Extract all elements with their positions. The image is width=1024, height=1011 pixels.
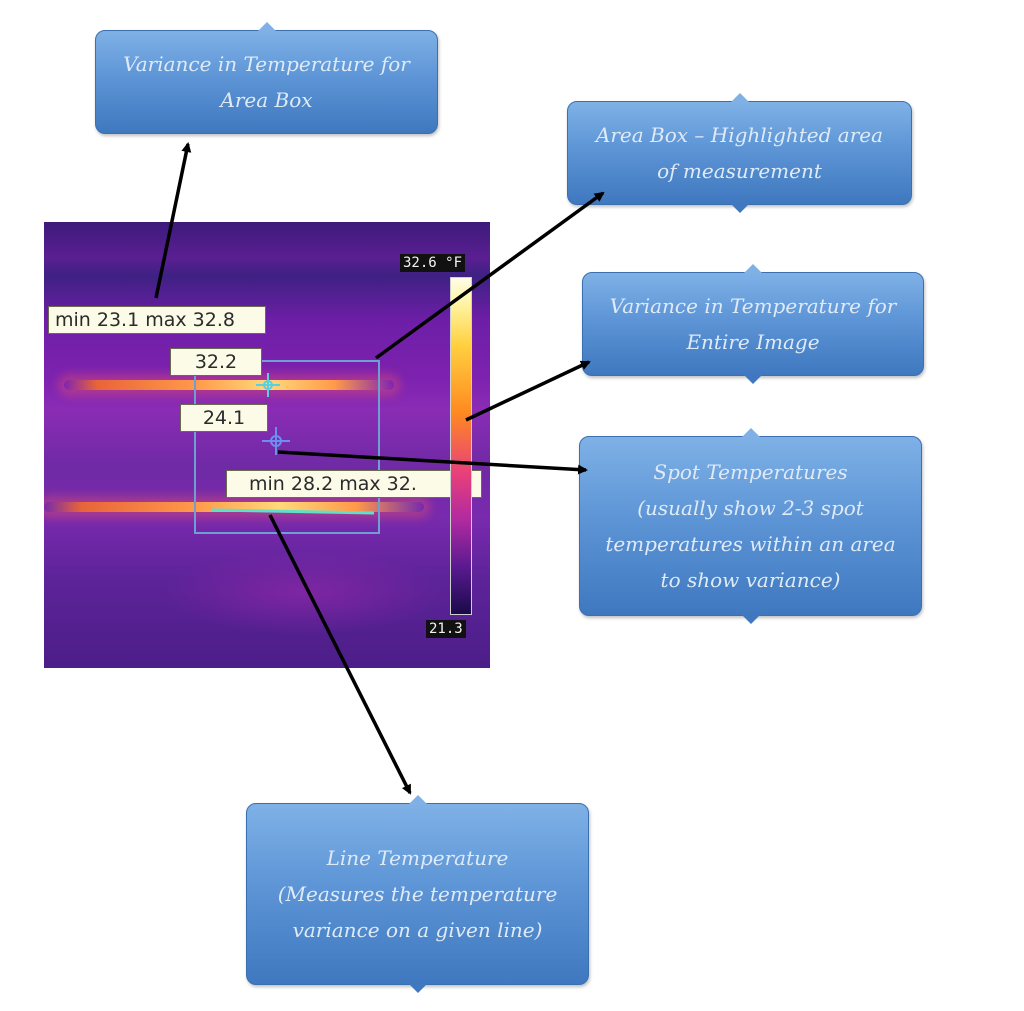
callout-spot-line4: to show variance) bbox=[660, 568, 841, 592]
arrow-to-area-box bbox=[374, 191, 605, 360]
callout-line-line1: Line Temperature bbox=[326, 846, 509, 870]
color-scale-bar bbox=[450, 277, 472, 615]
callout-image-variance: Variance in Temperature for Entire Image bbox=[582, 264, 924, 384]
callout-line-line2: (Measures the temperature bbox=[277, 882, 558, 906]
callout-area-box-line2: of measurement bbox=[657, 159, 822, 183]
callout-spot-line3: temperatures within an area bbox=[605, 532, 896, 556]
callout-area-box: Area Box – Highlighted area of measureme… bbox=[567, 93, 912, 213]
arrow-to-line-temperature bbox=[268, 514, 412, 795]
line-measurement bbox=[211, 508, 375, 515]
callout-area-variance-line2: Area Box bbox=[220, 88, 313, 112]
callout-image-variance-line2: Entire Image bbox=[686, 330, 820, 354]
callout-spot-line2: (usually show 2-3 spot bbox=[637, 496, 864, 520]
arrow-to-image-variance bbox=[465, 360, 591, 422]
hot-pipe-lower bbox=[44, 502, 424, 512]
spot-marker-low bbox=[262, 427, 290, 455]
scale-min-label: 21.3 bbox=[426, 620, 466, 638]
arrow-to-area-variance bbox=[154, 142, 192, 299]
callout-line-temperature: Line Temperature (Measures the temperatu… bbox=[246, 795, 589, 993]
arrow-to-spot-temperatures bbox=[277, 450, 588, 475]
callout-area-box-line1: Area Box – Highlighted area bbox=[595, 123, 884, 147]
callout-line-line3: variance on a given line) bbox=[292, 918, 543, 942]
line-minmax-label: min 28.2 max 32. bbox=[226, 470, 482, 498]
area-box[interactable] bbox=[194, 360, 380, 534]
spot-markers bbox=[211, 373, 375, 515]
callout-image-variance-line1: Variance in Temperature for bbox=[609, 294, 897, 318]
callout-spot-line1: Spot Temperatures bbox=[653, 460, 848, 484]
spot-marker-high bbox=[256, 373, 280, 397]
spot-high-label: 32.2 bbox=[170, 348, 262, 376]
area-minmax-label: min 23.1 max 32.8 bbox=[48, 306, 266, 334]
thermal-image: min 23.1 max 32.8 32.2 24.1 min 28.2 max… bbox=[44, 222, 490, 668]
scale-max-label: 32.6 °F bbox=[400, 254, 466, 272]
callout-area-variance: Variance in Temperature for Area Box bbox=[95, 22, 438, 134]
callout-area-variance-line1: Variance in Temperature for bbox=[123, 52, 410, 76]
callout-spot-temperatures: Spot Temperatures (usually show 2-3 spot… bbox=[579, 428, 922, 624]
hot-pipe-upper bbox=[64, 380, 394, 390]
spot-low-label: 24.1 bbox=[180, 404, 268, 432]
